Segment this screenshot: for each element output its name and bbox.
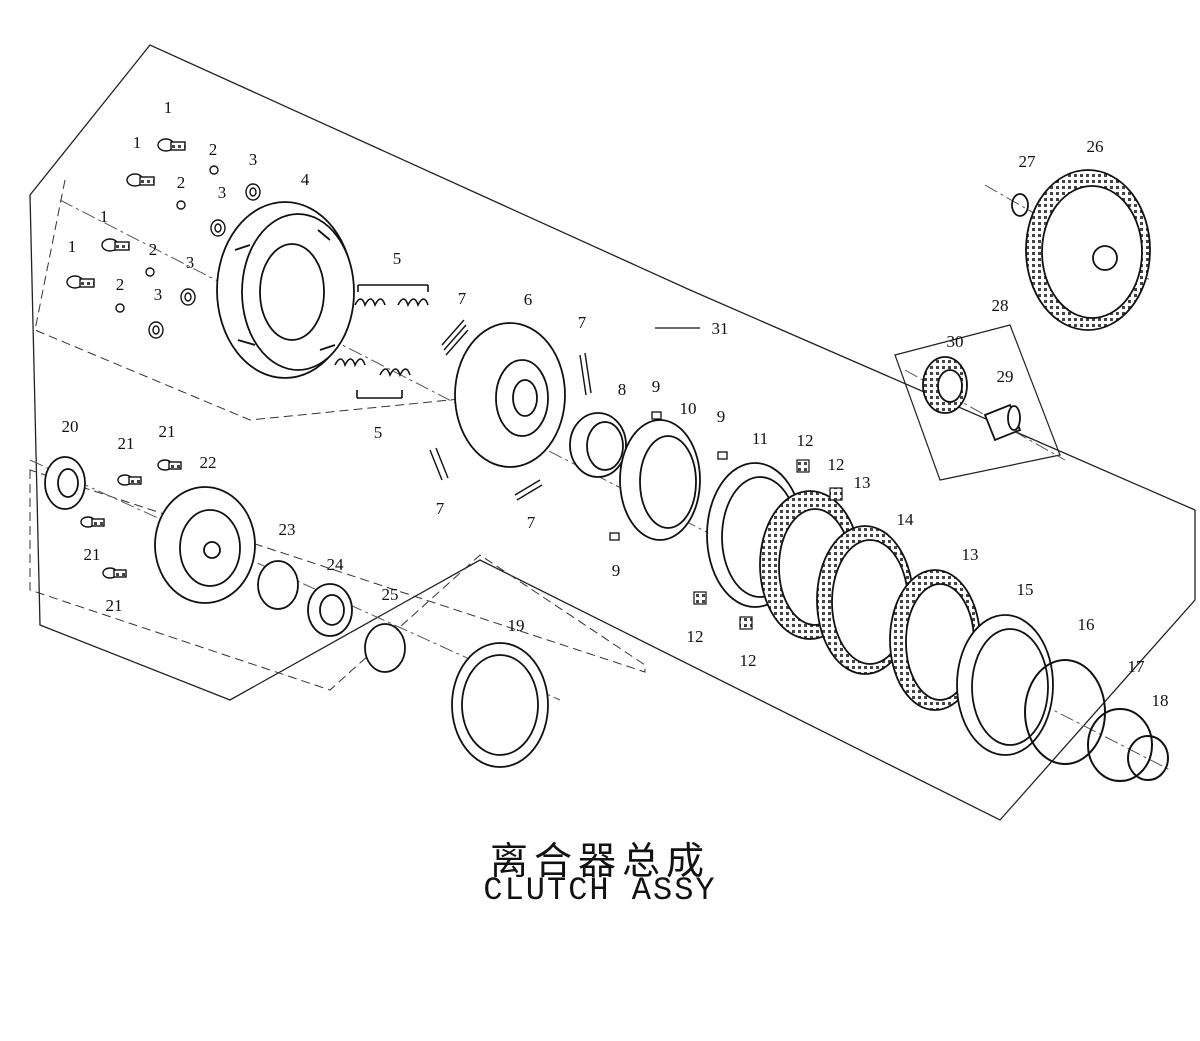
callout-label-2: 2 <box>177 173 186 192</box>
ring-parts <box>569 412 701 541</box>
circlip-parts <box>1024 659 1169 782</box>
callout-label-28: 28 <box>992 296 1009 315</box>
callout-label-30: 30 <box>947 332 964 351</box>
gear-subgroup-boundary <box>894 324 1061 481</box>
bolt-parts <box>66 138 186 289</box>
callout-label-4: 4 <box>301 170 310 189</box>
callout-label-16: 16 <box>1078 615 1095 634</box>
subgroup-dashed-boundary <box>29 469 646 691</box>
callout-label-26: 26 <box>1087 137 1104 156</box>
small-spring-parts <box>429 319 592 501</box>
callout-label-17: 17 <box>1128 657 1146 676</box>
callout-label-19: 19 <box>508 616 525 635</box>
title-english: CLUTCH ASSY <box>483 872 717 909</box>
callout-label-3: 3 <box>218 183 227 202</box>
callout-label-21: 21 <box>84 545 101 564</box>
callout-label-15: 15 <box>1017 580 1034 599</box>
callout-label-25: 25 <box>382 585 399 604</box>
callout-label-7: 7 <box>527 513 536 532</box>
cover-bolt-parts <box>80 459 182 579</box>
plate-spring-parts <box>693 459 843 630</box>
callout-label-18: 18 <box>1152 691 1169 710</box>
callout-label-3: 3 <box>249 150 258 169</box>
callout-label-10: 10 <box>680 399 697 418</box>
gear-group-parts <box>922 169 1151 442</box>
callout-label-5: 5 <box>393 249 402 268</box>
callout-label-7: 7 <box>578 313 587 332</box>
callout-label-12: 12 <box>797 431 814 450</box>
callout-label-2: 2 <box>149 240 158 259</box>
clutch-hub-part <box>454 322 566 468</box>
callout-label-14: 14 <box>897 510 915 529</box>
callout-label-7: 7 <box>458 289 467 308</box>
callout-label-5: 5 <box>374 423 383 442</box>
callout-label-9: 9 <box>717 407 726 426</box>
clutch-plate-parts <box>706 462 1054 756</box>
callout-label-12: 12 <box>740 651 757 670</box>
callout-label-22: 22 <box>200 453 217 472</box>
callout-label-3: 3 <box>154 285 163 304</box>
callout-label-3: 3 <box>186 253 195 272</box>
callout-label-2: 2 <box>209 140 218 159</box>
callout-label-21: 21 <box>159 422 176 441</box>
callout-label-21: 21 <box>106 596 123 615</box>
lower-group-parts <box>44 456 549 768</box>
callout-label-13: 13 <box>854 473 871 492</box>
callout-label-1: 1 <box>68 237 77 256</box>
callout-label-9: 9 <box>652 377 661 396</box>
callout-label-2: 2 <box>116 275 125 294</box>
callout-label-31: 31 <box>712 319 729 338</box>
callout-label-23: 23 <box>279 520 296 539</box>
callout-label-20: 20 <box>62 417 79 436</box>
callout-label-13: 13 <box>962 545 979 564</box>
callout-label-12: 12 <box>687 627 704 646</box>
callout-label-12: 12 <box>828 455 845 474</box>
callout-label-1: 1 <box>100 207 109 226</box>
callout-label-7: 7 <box>436 499 445 518</box>
key-parts <box>609 411 728 541</box>
clutch-housing-part <box>216 201 355 379</box>
callout-label-24: 24 <box>327 555 345 574</box>
callout-label-11: 11 <box>752 429 768 448</box>
callout-label-9: 9 <box>612 561 621 580</box>
washer-parts <box>115 165 261 339</box>
callout-label-1: 1 <box>164 98 173 117</box>
callout-label-27: 27 <box>1019 152 1037 171</box>
callout-label-21: 21 <box>118 434 135 453</box>
title-chinese: 离合器总成 <box>489 839 710 883</box>
callout-label-6: 6 <box>524 290 533 309</box>
callout-label-8: 8 <box>618 380 627 399</box>
callout-label-29: 29 <box>997 367 1014 386</box>
inner-dashed-boundary <box>34 179 501 421</box>
callout-label-1: 1 <box>133 133 142 152</box>
spring-parts <box>334 284 429 399</box>
